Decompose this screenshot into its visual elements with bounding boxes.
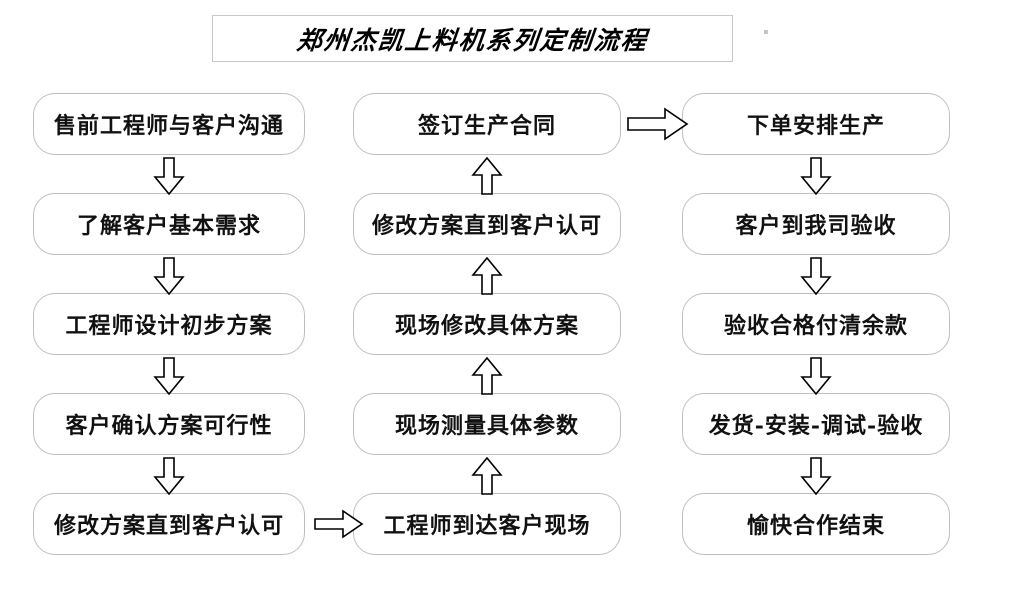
arrow-down-icon <box>799 357 833 395</box>
arrow-down-icon <box>799 457 833 495</box>
arrow-up-icon <box>470 457 504 495</box>
arrow-down-icon <box>152 357 186 395</box>
node-label: 客户到我司验收 <box>735 213 897 239</box>
node-c1n2[interactable]: 了解客户基本需求 <box>33 193 305 255</box>
node-label: 愉快合作结束 <box>746 513 885 539</box>
node-c2n1[interactable]: 签订生产合同 <box>353 93 621 155</box>
node-c1n1[interactable]: 售前工程师与客户沟通 <box>33 93 305 155</box>
node-label: 发货-安装-调试-验收 <box>708 413 924 439</box>
node-label: 了解客户基本需求 <box>76 213 261 239</box>
node-label: 签订生产合同 <box>417 113 556 139</box>
arrow-down-icon <box>152 157 186 195</box>
image-artifact-speck <box>764 30 768 34</box>
node-label: 验收合格付清余款 <box>723 313 908 339</box>
node-label: 客户确认方案可行性 <box>65 413 273 439</box>
arrow-up-icon <box>470 157 504 195</box>
chart-title-box: 郑州杰凯上料机系列定制流程 <box>212 15 733 62</box>
arrow-up-icon <box>470 357 504 395</box>
node-c2n3[interactable]: 现场修改具体方案 <box>353 293 621 355</box>
arrow-right-icon <box>627 107 689 141</box>
arrow-down-icon <box>152 457 186 495</box>
node-c1n3[interactable]: 工程师设计初步方案 <box>33 293 305 355</box>
node-label: 修改方案直到客户认可 <box>53 513 284 539</box>
node-c3n2[interactable]: 客户到我司验收 <box>682 193 950 255</box>
node-label: 工程师到达客户现场 <box>383 513 591 539</box>
node-label: 修改方案直到客户认可 <box>371 213 602 239</box>
node-c1n4[interactable]: 客户确认方案可行性 <box>33 393 305 455</box>
node-c3n5[interactable]: 愉快合作结束 <box>682 493 950 555</box>
arrow-up-icon <box>470 257 504 295</box>
node-c1n5[interactable]: 修改方案直到客户认可 <box>33 493 305 555</box>
node-c2n5[interactable]: 工程师到达客户现场 <box>353 493 621 555</box>
node-label: 售前工程师与客户沟通 <box>53 113 284 139</box>
node-label: 现场修改具体方案 <box>394 313 579 339</box>
node-c2n4[interactable]: 现场测量具体参数 <box>353 393 621 455</box>
node-c3n4[interactable]: 发货-安装-调试-验收 <box>682 393 950 455</box>
node-c3n1[interactable]: 下单安排生产 <box>682 93 950 155</box>
node-label: 现场测量具体参数 <box>394 413 579 439</box>
arrow-down-icon <box>799 157 833 195</box>
node-label: 工程师设计初步方案 <box>65 313 273 339</box>
node-c2n2[interactable]: 修改方案直到客户认可 <box>353 193 621 255</box>
chart-title: 郑州杰凯上料机系列定制流程 <box>295 25 650 55</box>
node-c3n3[interactable]: 验收合格付清余款 <box>682 293 950 355</box>
node-label: 下单安排生产 <box>746 113 885 139</box>
arrow-down-icon <box>799 257 833 295</box>
arrow-down-icon <box>152 257 186 295</box>
arrow-right-icon <box>314 509 364 539</box>
